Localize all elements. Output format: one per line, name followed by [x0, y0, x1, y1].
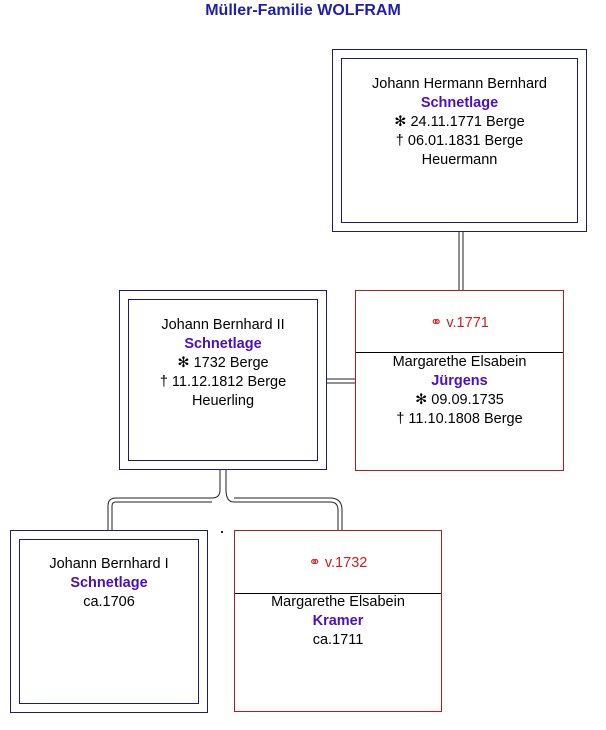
marriage-date: ⚭ v.1732 [308, 555, 368, 571]
divider [235, 593, 441, 594]
page-title: Müller-Familie WOLFRAM [205, 2, 401, 19]
person-surname: Schnetlage [184, 336, 262, 352]
person-given-name: Margarethe Elsabein [392, 354, 527, 370]
person-occupation: Heuerling [191, 393, 255, 409]
person-birth: ca.1706 [83, 594, 135, 610]
person-birth: ✻ 1732 Berge [177, 355, 269, 371]
divider [356, 352, 563, 353]
person-surname: Kramer [312, 613, 364, 629]
person-surname: Schnetlage [420, 95, 499, 111]
marriage-date: ⚭ v.1771 [430, 315, 489, 331]
person-birth: ca.1711 [312, 632, 364, 648]
person-death: † 11.10.1808 Berge [396, 411, 523, 427]
spouse-box-grandmother[interactable]: ⚭ v.1771 Margarethe Elsabein Jürgens ✻ 0… [355, 290, 564, 471]
person-given-name: Johann Hermann Bernhard [372, 76, 547, 92]
person-given-name: Margarethe Elsabein [271, 594, 405, 610]
marriage-rings-icon: ⚭ [308, 555, 321, 571]
person-box-inner-frame [128, 299, 318, 461]
person-occupation: Heuermann [421, 152, 498, 168]
person-box-father[interactable]: Johann Hermann Bernhard Schnetlage ✻ 24.… [332, 49, 587, 232]
marriage-rings-icon: ⚭ [430, 315, 443, 331]
person-box-grandfather[interactable]: Johann Bernhard II Schnetlage ✻ 1732 Ber… [119, 290, 327, 470]
person-surname: Schnetlage [70, 575, 148, 591]
person-birth: ✻ 09.09.1735 [415, 392, 504, 408]
person-surname: Jürgens [431, 373, 488, 389]
spouse-box-great-grandmother[interactable]: ⚭ v.1732 Margarethe Elsabein Kramer ca.1… [234, 530, 442, 712]
person-box-inner-frame [341, 58, 578, 223]
person-box-great-grandfather[interactable]: Johann Bernhard I Schnetlage ca.1706 [10, 530, 208, 713]
person-given-name: Johann Bernhard II [161, 317, 285, 333]
person-death: † 11.12.1812 Berge [159, 374, 287, 390]
person-birth: ✻ 24.11.1771 Berge [394, 114, 525, 130]
person-death: † 06.01.1831 Berge [395, 133, 524, 149]
person-given-name: Johann Bernhard I [49, 556, 169, 572]
person-box-inner-frame [19, 539, 199, 704]
